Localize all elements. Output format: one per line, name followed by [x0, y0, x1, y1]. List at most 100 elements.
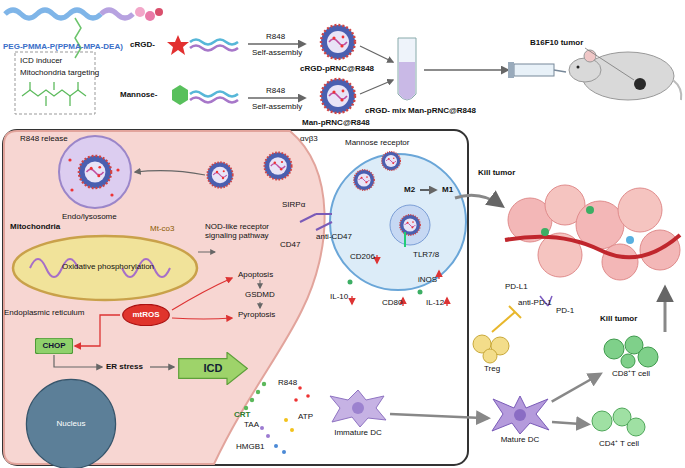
- cytokine-dots: [348, 280, 423, 295]
- illustration-part: [110, 193, 113, 196]
- dendritic-cell: Immature DC: [328, 388, 388, 437]
- nanoparticle: [354, 170, 374, 190]
- arrow: [172, 278, 232, 310]
- illustration-part: [145, 11, 155, 21]
- illustration-part: [584, 50, 596, 62]
- illustration-part: [284, 418, 288, 422]
- illustration-part: [348, 280, 353, 285]
- connector: [75, 315, 120, 346]
- nanoparticle: [264, 152, 291, 179]
- tlr-receptor: [404, 232, 406, 247]
- nanoparticle: [400, 215, 420, 235]
- nanoparticle: [321, 25, 355, 59]
- nanoparticle: [79, 156, 111, 188]
- t-cells: CD4⁺ T cell: [590, 405, 648, 448]
- dc-shape: [328, 388, 388, 428]
- treg-shape: [470, 332, 514, 364]
- process-box: CHOP: [35, 338, 73, 354]
- illustration-part: [509, 306, 521, 318]
- text-label: Mitochondria targeting: [20, 68, 99, 77]
- text-label: ICD inducer: [20, 56, 62, 65]
- dc2-shape: [490, 395, 550, 435]
- connector: [390, 414, 488, 418]
- tumor-tissue: [505, 185, 680, 280]
- syringe: [508, 62, 566, 78]
- ellipse-shape: [123, 304, 170, 325]
- rect-shape: [35, 338, 72, 354]
- illustration-part: [569, 58, 601, 82]
- illustration-part: [505, 235, 680, 257]
- connector: [552, 374, 601, 402]
- node-label: CD4⁺ T cell: [599, 439, 639, 448]
- text-label: IL-10: [330, 292, 348, 301]
- dashed-box: [15, 52, 95, 114]
- arrow: [54, 355, 102, 367]
- illustration-part: [508, 62, 514, 78]
- arrow: [172, 318, 232, 319]
- node-label: Mature DC: [501, 435, 540, 444]
- illustration-part: [68, 158, 71, 161]
- illustration-part: [116, 168, 119, 171]
- text-label: Endo/lysosome: [62, 212, 117, 221]
- illustration-part: [266, 434, 270, 438]
- cell-part: [592, 411, 612, 431]
- illustration-part: [260, 426, 264, 430]
- illustration-part: [438, 271, 439, 279]
- illustration-part: [618, 188, 662, 232]
- vesicle: [390, 205, 430, 245]
- text-label: IL-12: [426, 298, 444, 307]
- chain: [190, 92, 238, 97]
- nanoparticle: [207, 162, 233, 188]
- text-label: anti-CD47: [316, 232, 352, 241]
- illustration-part: [514, 64, 554, 76]
- receptor: [300, 214, 332, 230]
- text-label: TAA: [244, 420, 259, 429]
- node-label: Nucleus: [57, 419, 86, 428]
- text-label: cRGD-pRNC@R848: [300, 64, 374, 73]
- illustration-part: [376, 255, 377, 263]
- text-label: Apoptosis: [238, 270, 273, 279]
- text-label: Mitochondria: [10, 222, 60, 231]
- illustration-part: [274, 444, 278, 448]
- illustration-part: [30, 82, 78, 106]
- text-label: R848: [266, 86, 285, 95]
- molecule: [22, 82, 86, 106]
- illustration-part: [492, 312, 515, 332]
- illustration-part: [22, 90, 86, 96]
- illustration-part: [316, 213, 332, 215]
- cell-part: [627, 418, 645, 436]
- endo-lysosome: [59, 136, 131, 208]
- tube-liquid: [399, 62, 415, 100]
- illustration-part: [300, 214, 316, 222]
- illustration-part: [586, 206, 594, 214]
- text-label: Pyroptosis: [238, 310, 275, 319]
- arrow: [135, 171, 205, 175]
- text-label: iNOS: [418, 275, 437, 284]
- illustration-part: [282, 450, 286, 454]
- cell-part: [514, 409, 526, 421]
- chain: [190, 46, 238, 51]
- illustration-part: [554, 70, 566, 72]
- text-label: TLR7/8: [413, 250, 439, 259]
- text-label: Self-assembly: [252, 48, 302, 57]
- arrow: [664, 288, 667, 332]
- mannose-hexagon: [172, 85, 188, 105]
- text-label: SIRPα: [282, 200, 305, 209]
- arrow: [198, 252, 215, 253]
- text-label: PEG-PMMA-P(PPMA-MPA-DEA): [3, 42, 123, 51]
- icd-arrow: ICD: [178, 352, 248, 385]
- arrow: [248, 97, 305, 99]
- text-label: M1: [442, 185, 453, 194]
- chain: [190, 40, 238, 45]
- text-label: Self-assembly: [252, 102, 302, 111]
- illustration-part: [673, 80, 681, 100]
- nucleus-circle: Nucleus: [25, 378, 117, 468]
- text-label: PD-1: [556, 306, 574, 315]
- text-label: Kill tumor: [478, 168, 515, 177]
- t-cells: CD8⁺T cell: [602, 335, 660, 378]
- text-label: cRGD- mix Man-pRNC@R848: [365, 106, 476, 115]
- cell-part: [483, 349, 497, 363]
- illustration-part: [101, 10, 133, 18]
- text-label: R848: [278, 378, 297, 387]
